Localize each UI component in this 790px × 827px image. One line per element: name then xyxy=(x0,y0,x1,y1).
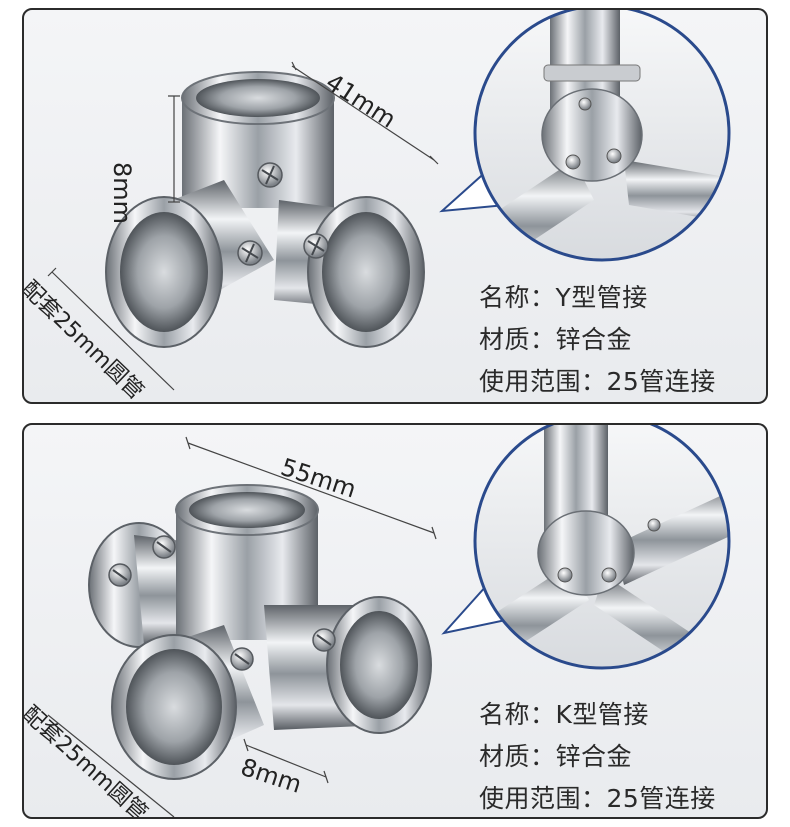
height-dimension-label: 8mm xyxy=(108,162,136,225)
screw-icon xyxy=(152,535,176,559)
y-connector-photo xyxy=(47,10,731,391)
spec-material: 材质：锌合金 xyxy=(479,325,633,354)
screw-icon xyxy=(312,628,336,652)
screw-icon xyxy=(257,162,283,188)
dimension-line xyxy=(47,61,439,391)
k-connector xyxy=(88,484,432,780)
screw-icon xyxy=(237,240,263,266)
spec-usage: 使用范围：25管连接 xyxy=(479,784,716,813)
y-connector xyxy=(105,71,425,348)
spec-usage: 使用范围：25管连接 xyxy=(479,367,716,396)
screw-icon xyxy=(303,233,329,259)
product-panel-k-connector: 55mm 8mm 配套25mm圆管 名称：K型管接 材质：锌合金 使用范围：25… xyxy=(22,423,768,819)
k-connector-photo xyxy=(47,425,731,817)
spec-name: 名称：Y型管接 xyxy=(479,283,648,312)
product-panel-y-connector: 41mm 8mm 配套25mm圆管 名称：Y型管接 材质：锌合金 使用范围：25… xyxy=(22,8,768,404)
dimension-line xyxy=(47,436,437,817)
detail-zoom-circle xyxy=(439,10,731,262)
detail-zoom-circle xyxy=(441,425,731,670)
spec-material: 材质：锌合金 xyxy=(479,742,633,771)
screw-icon xyxy=(108,563,132,587)
screw-icon xyxy=(230,647,254,671)
spec-name: 名称：K型管接 xyxy=(479,700,649,729)
